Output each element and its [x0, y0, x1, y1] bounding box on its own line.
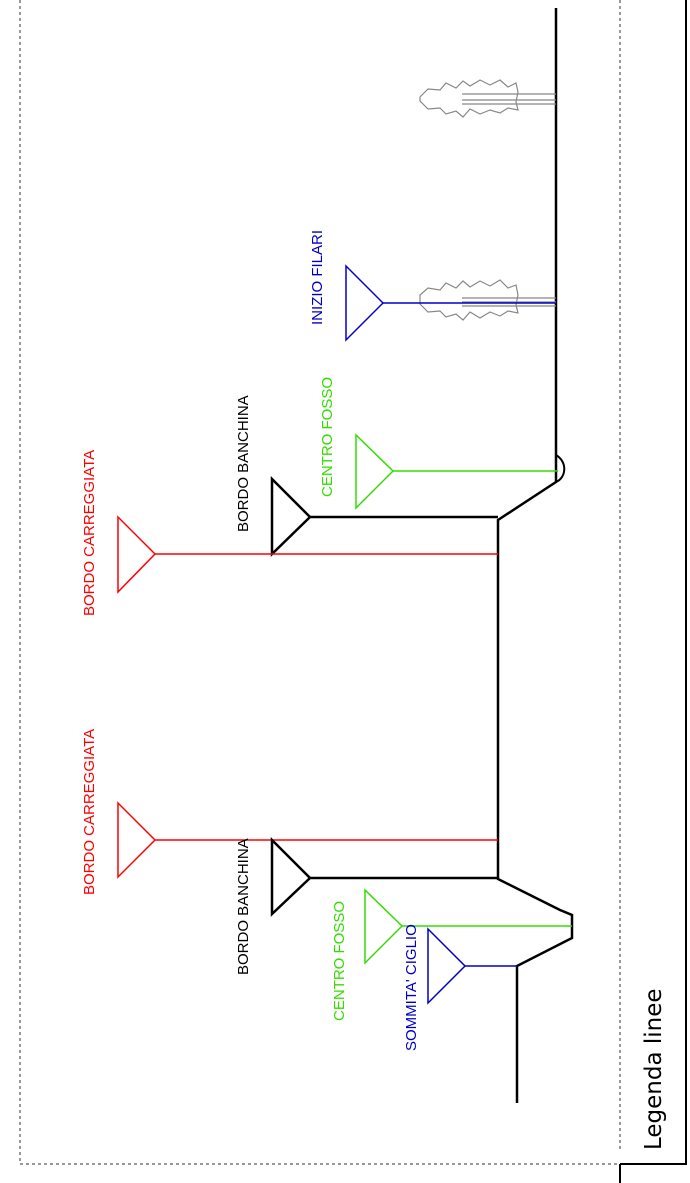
centro-fosso-top-label: CENTRO FOSSO — [319, 377, 336, 497]
bordo-carreggiata-bottom-label: BORDO CARREGGIATA — [81, 729, 98, 895]
bordo-carreggiata-top-label: BORDO CARREGGIATA — [81, 450, 98, 616]
triangle-marker-icon — [270, 475, 312, 557]
triangle-marker-icon — [345, 264, 385, 342]
bordo-carreggiata-top-marker: BORDO CARREGGIATA — [81, 450, 498, 616]
bordo-banchina-top-label: BORDO BANCHINA — [235, 395, 252, 532]
triangle-marker-icon — [427, 927, 467, 1005]
inizio-filari-marker: INIZIO FILARI — [309, 230, 556, 342]
triangle-marker-icon — [117, 801, 157, 879]
triangle-marker-icon — [364, 888, 404, 965]
inizio-filari-label: INIZIO FILARI — [309, 230, 326, 325]
triangle-marker-icon — [270, 836, 312, 917]
bordo-carreggiata-bottom-marker: BORDO CARREGGIATA — [81, 729, 498, 895]
terrain-profile — [496, 8, 574, 1103]
legend-title: Legenda linee — [641, 988, 667, 1150]
bordo-banchina-top-marker: BORDO BANCHINA — [235, 395, 498, 557]
centro-fosso-top-marker: CENTRO FOSSO — [319, 377, 558, 510]
sommita-ciglio-label: SOMMITA' CIGLIO — [403, 924, 420, 1051]
dashed-border — [19, 0, 621, 1165]
triangle-marker-icon — [355, 433, 395, 510]
legend-frame — [619, 0, 687, 1183]
sommita-ciglio-marker: SOMMITA' CIGLIO — [403, 924, 517, 1051]
tree-icon — [419, 79, 556, 118]
bordo-banchina-bottom-label: BORDO BANCHINA — [235, 838, 252, 975]
centro-fosso-bottom-marker: CENTRO FOSSO — [331, 888, 572, 1021]
ditch-bump — [555, 454, 566, 483]
triangle-marker-icon — [117, 515, 157, 594]
tree-icon — [419, 279, 556, 321]
centro-fosso-bottom-label: CENTRO FOSSO — [331, 901, 348, 1021]
bordo-banchina-bottom-marker: BORDO BANCHINA — [235, 836, 498, 975]
